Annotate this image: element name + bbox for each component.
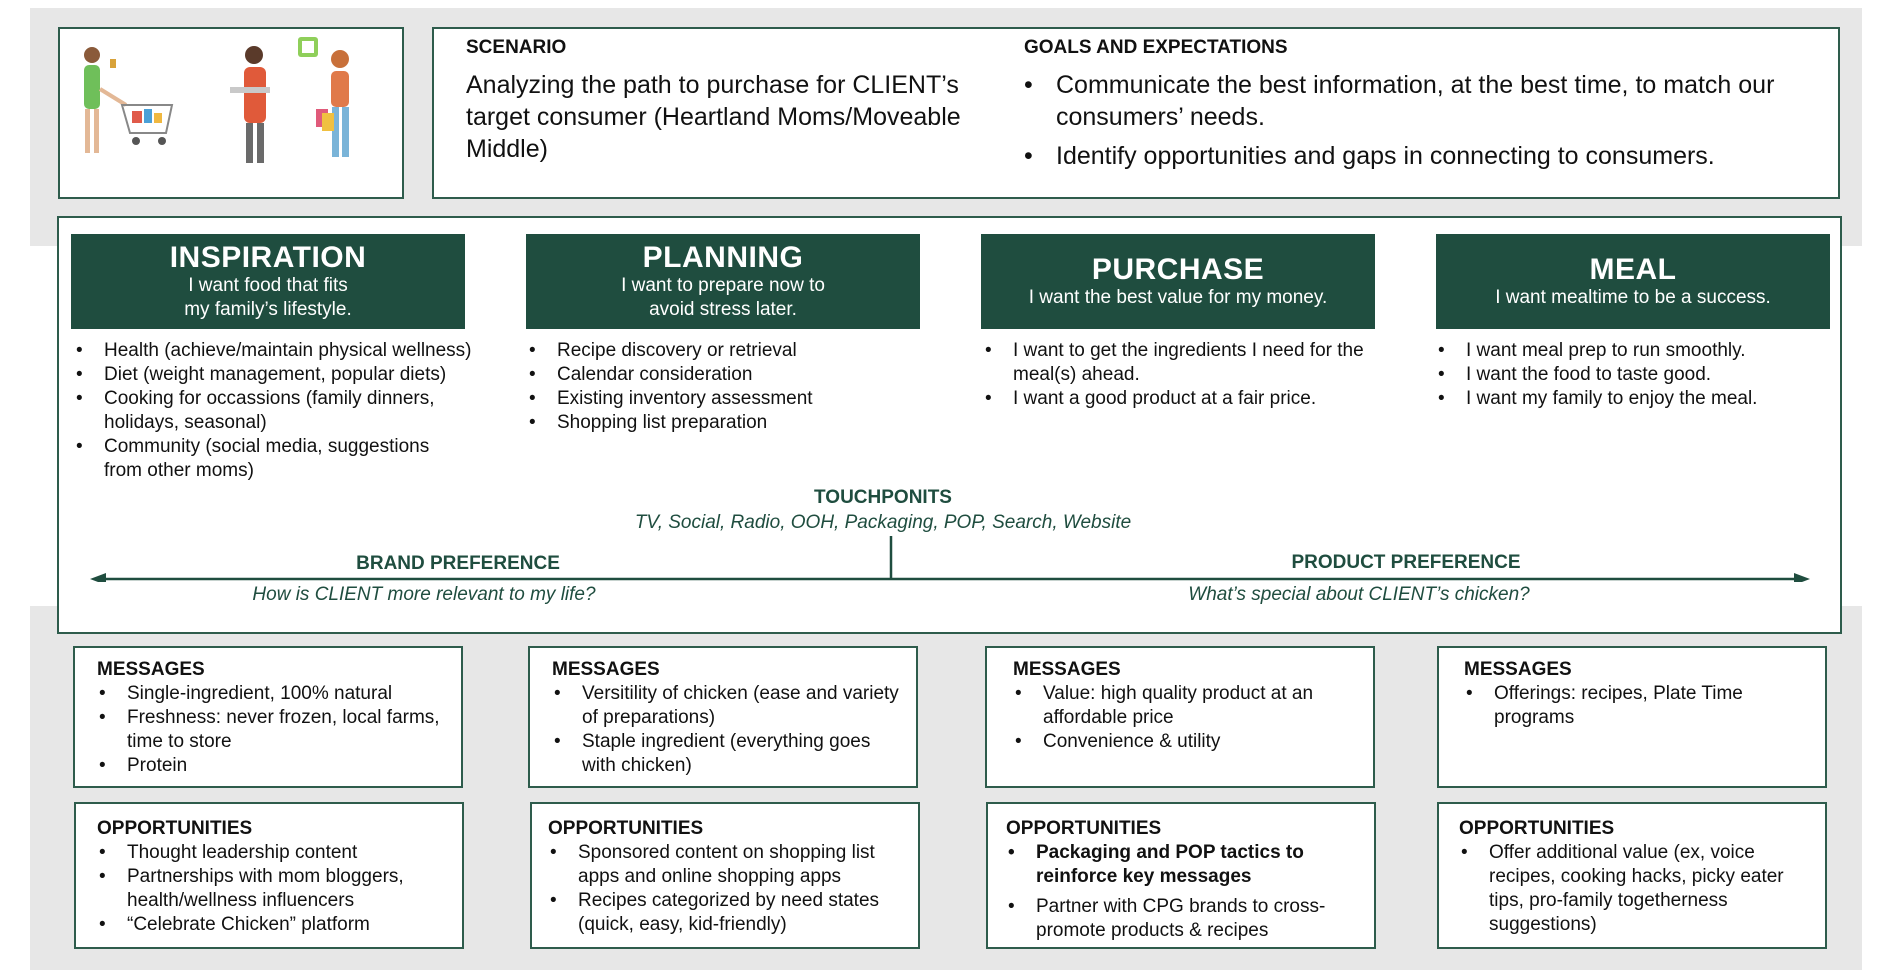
card-title: OPPORTUNITIES (97, 818, 253, 839)
stage-subtitle: I want mealtime to be a success. (1495, 286, 1771, 308)
opportunities-card-planning: OPPORTUNITIES Sponsored content on shopp… (530, 802, 920, 949)
stage-subtitle: I want to prepare now to avoid stress la… (621, 274, 825, 320)
touchpoints-title: TOUCHPONITS (814, 487, 952, 508)
list-item: I want a good product at a fair price. (981, 387, 1381, 411)
stage-needs-planning: Recipe discovery or retrieval Calendar c… (525, 339, 925, 435)
scenario-title: SCENARIO (466, 37, 567, 58)
list-item: Shopping list preparation (525, 411, 925, 435)
list-item: Calendar consideration (525, 363, 925, 387)
card-list: Thought leadership content Partnerships … (97, 841, 448, 937)
brand-preference-title: BRAND PREFERENCE (356, 553, 560, 574)
list-item: Convenience & utility (1013, 730, 1359, 754)
brand-preference-question: How is CLIENT more relevant to my life? (252, 584, 596, 605)
stage-title: INSPIRATION (169, 240, 367, 274)
stage-header-meal: MEAL I want mealtime to be a success. (1436, 234, 1830, 329)
card-title: MESSAGES (1013, 659, 1121, 680)
goals-list: Communicate the best information, at the… (1024, 69, 1814, 179)
list-item: Freshness: never frozen, local farms, ti… (97, 706, 447, 754)
goal-item: Communicate the best information, at the… (1024, 69, 1814, 133)
scenario-goals-box: SCENARIO Analyzing the path to purchase … (432, 27, 1840, 199)
stage-title: MEAL (1589, 252, 1677, 286)
list-item: Existing inventory assessment (525, 387, 925, 411)
card-list: Offer additional value (ex, voice recipe… (1459, 841, 1811, 937)
stage-subtitle: I want food that fits my family’s lifest… (184, 274, 352, 320)
stage-header-planning: PLANNING I want to prepare now to avoid … (526, 234, 920, 329)
opportunities-card-purchase: OPPORTUNITIES Packaging and POP tactics … (986, 802, 1376, 949)
cook-with-apron-icon (230, 46, 270, 163)
persona-illustration-box (58, 27, 404, 199)
list-item: Single-ingredient, 100% natural (97, 682, 447, 706)
list-item: Offerings: recipes, Plate Time programs (1464, 682, 1811, 730)
list-item: Community (social media, suggestions fro… (72, 435, 472, 483)
persona-illustration (84, 37, 349, 163)
goals-title: GOALS AND EXPECTATIONS (1024, 37, 1288, 58)
card-list: Sponsored content on shopping list apps … (548, 841, 904, 937)
list-item: Recipe discovery or retrieval (525, 339, 925, 363)
messages-card-meal: MESSAGES Offerings: recipes, Plate Time … (1437, 646, 1827, 788)
list-item: Thought leadership content (97, 841, 448, 865)
card-title: MESSAGES (552, 659, 660, 680)
product-preference-question: What’s special about CLIENT’s chicken? (1188, 584, 1530, 605)
product-preference-title: PRODUCT PREFERENCE (1291, 552, 1521, 573)
goal-item: Identify opportunities and gaps in conne… (1024, 140, 1814, 172)
stage-needs-meal: I want meal prep to run smoothly. I want… (1434, 339, 1834, 411)
list-item: Partnerships with mom bloggers, health/w… (97, 865, 448, 913)
list-item: Partner with CPG brands to cross-promote… (1006, 895, 1360, 943)
messages-card-inspiration: MESSAGES Single-ingredient, 100% natural… (73, 646, 463, 788)
card-title: OPPORTUNITIES (548, 818, 704, 839)
stage-title: PURCHASE (1091, 252, 1265, 286)
messages-card-purchase: MESSAGES Value: high quality product at … (985, 646, 1375, 788)
preference-arrow (90, 536, 1810, 582)
list-item: Cooking for occassions (family dinners, … (72, 387, 472, 435)
stage-needs-purchase: I want to get the ingredients I need for… (981, 339, 1381, 411)
messages-card-planning: MESSAGES Versitility of chicken (ease an… (528, 646, 918, 788)
list-item: Packaging and POP tactics to reinforce k… (1006, 841, 1360, 889)
stage-header-inspiration: INSPIRATION I want food that fits my fam… (71, 234, 465, 329)
shopper-with-cart-icon (84, 47, 174, 153)
card-title: OPPORTUNITIES (1459, 818, 1615, 839)
list-item: I want to get the ingredients I need for… (981, 339, 1381, 387)
shopper-with-bags-icon (298, 37, 349, 157)
list-item: Value: high quality product at an afford… (1013, 682, 1359, 730)
card-list: Packaging and POP tactics to reinforce k… (1006, 841, 1360, 943)
card-list: Single-ingredient, 100% natural Freshnes… (97, 682, 447, 778)
list-item: Versitility of chicken (ease and variety… (552, 682, 902, 730)
stage-needs-inspiration: Health (achieve/maintain physical wellne… (72, 339, 472, 483)
stage-header-purchase: PURCHASE I want the best value for my mo… (981, 234, 1375, 329)
card-list: Offerings: recipes, Plate Time programs (1464, 682, 1811, 730)
opportunities-card-inspiration: OPPORTUNITIES Thought leadership content… (74, 802, 464, 949)
card-title: MESSAGES (1464, 659, 1572, 680)
list-item: Sponsored content on shopping list apps … (548, 841, 904, 889)
list-item: I want the food to taste good. (1434, 363, 1834, 387)
list-item: Offer additional value (ex, voice recipe… (1459, 841, 1811, 937)
list-item: Diet (weight management, popular diets) (72, 363, 472, 387)
list-item: Protein (97, 754, 447, 778)
list-item: Staple ingredient (everything goes with … (552, 730, 902, 778)
card-title: MESSAGES (97, 659, 205, 680)
list-item: I want my family to enjoy the meal. (1434, 387, 1834, 411)
touchpoints-text: TV, Social, Radio, OOH, Packaging, POP, … (634, 512, 1132, 533)
opportunities-card-meal: OPPORTUNITIES Offer additional value (ex… (1437, 802, 1827, 949)
list-item: Health (achieve/maintain physical wellne… (72, 339, 472, 363)
scenario-text: Analyzing the path to purchase for CLIEN… (466, 71, 961, 163)
list-item: “Celebrate Chicken” platform (97, 913, 448, 937)
card-list: Value: high quality product at an afford… (1013, 682, 1359, 754)
card-list: Versitility of chicken (ease and variety… (552, 682, 902, 778)
stage-subtitle: I want the best value for my money. (1028, 286, 1328, 308)
list-item: Recipes categorized by need states (quic… (548, 889, 904, 937)
list-item: I want meal prep to run smoothly. (1434, 339, 1834, 363)
card-title: OPPORTUNITIES (1006, 818, 1162, 839)
stage-title: PLANNING (642, 240, 804, 274)
